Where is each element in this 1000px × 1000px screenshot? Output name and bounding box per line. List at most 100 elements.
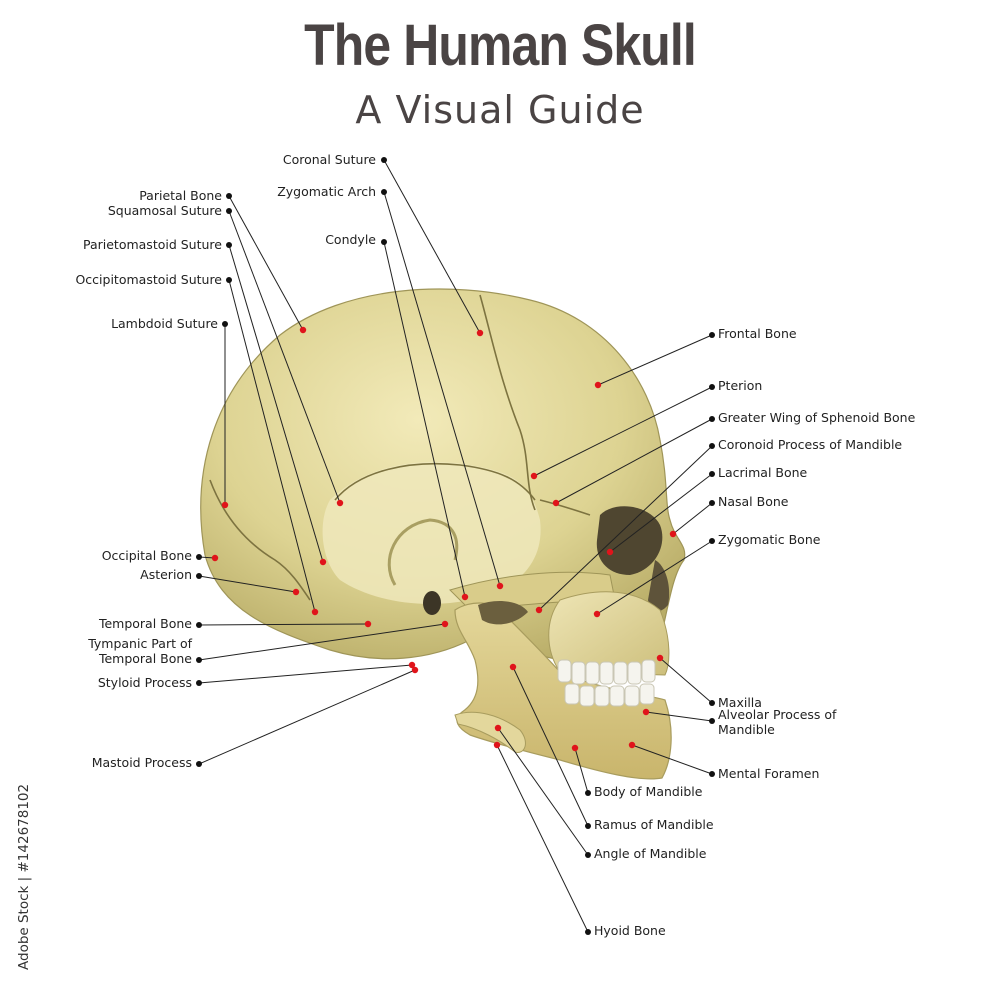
zygomatic-arch-leader (383, 191, 501, 587)
zygomatic-bone-leader (596, 540, 713, 615)
hyoid-bone-marker (493, 741, 501, 749)
temporal-bone-dot (196, 622, 202, 628)
squamosal-suture-leader (228, 210, 341, 504)
styloid-process-marker (408, 661, 416, 669)
lacrimal-bone-dot (709, 471, 715, 477)
coronal-suture-dot (381, 157, 387, 163)
label-endpoints (196, 157, 715, 935)
condyle-dot (381, 239, 387, 245)
mental-foramen-label: Mental Foramen (718, 766, 820, 781)
occipital-bone-marker (211, 554, 219, 562)
coronal-suture-label: Coronal Suture (282, 152, 376, 167)
zygomatic-bone-label: Zygomatic Bone (718, 532, 821, 547)
orbit-shape (596, 506, 663, 575)
asterion-marker (292, 588, 300, 596)
body-of-mandible-marker (571, 744, 579, 752)
occipital-bone-dot (196, 554, 202, 560)
parietal-bone-marker (299, 326, 307, 334)
nasal-opening (648, 560, 670, 612)
coronoid-process-marker (535, 606, 543, 614)
frontal-bone-leader (597, 334, 713, 386)
angle-of-mandible-label: Angle of Mandible (594, 846, 707, 861)
leader-lines (198, 159, 713, 933)
zygomatic-bone-marker (593, 610, 601, 618)
occipitomastoid-suture-leader (228, 279, 316, 613)
ramus-of-mandible-label: Ramus of Mandible (594, 817, 714, 832)
lambdoid-suture-dot (222, 321, 228, 327)
coronal-suture-marker (476, 329, 484, 337)
coronoid-process-leader (538, 445, 713, 611)
alveolar-process-dot (709, 718, 715, 724)
maxilla-dot (709, 700, 715, 706)
parietomastoid-suture-marker (319, 558, 327, 566)
anatomy-markers (211, 326, 677, 752)
lacrimal-bone-marker (606, 548, 614, 556)
styloid-process-label: Styloid Process (97, 675, 192, 690)
parietal-bone-dot (226, 193, 232, 199)
pterion-leader (533, 386, 713, 477)
angle-of-mandible-leader (497, 727, 589, 856)
ramus-of-mandible-marker (509, 663, 517, 671)
frontal-bone-label: Frontal Bone (718, 326, 797, 341)
body-of-mandible-leader (574, 747, 589, 794)
diagram-title: The Human Skull (304, 13, 697, 78)
zygomatic-bone-dot (709, 538, 715, 544)
asterion-label: Asterion (140, 567, 192, 582)
parietomastoid-suture-label: Parietomastoid Suture (82, 237, 222, 252)
teeth (557, 659, 656, 707)
zygomatic-arch-marker (496, 582, 504, 590)
squamosal-suture-label: Squamosal Suture (107, 203, 222, 218)
greater-wing-label: Greater Wing of Sphenoid Bone (718, 410, 916, 425)
hyoid-bone-dot (585, 929, 591, 935)
frontal-bone-dot (709, 332, 715, 338)
greater-wing-leader (555, 418, 713, 504)
lacrimal-bone-leader (609, 473, 713, 553)
greater-wing-marker (552, 499, 560, 507)
pterion-label: Pterion (718, 378, 763, 393)
coronoid-process-label: Coronoid Process of Mandible (718, 437, 903, 452)
nasal-bone-dot (709, 500, 715, 506)
lacrimal-bone-label: Lacrimal Bone (718, 465, 808, 480)
temporal-bone-marker (364, 620, 372, 628)
mastoid-process-marker (411, 666, 419, 674)
lambdoid-suture-label: Lambdoid Suture (111, 316, 218, 331)
angle-of-mandible-dot (585, 852, 591, 858)
stock-id-text: Adobe Stock | #142678102 (16, 783, 32, 970)
temporal-region (322, 461, 541, 604)
tympanic-part-dot (196, 657, 202, 663)
diagram-subtitle: A Visual Guide (355, 88, 645, 132)
hyoid-bone-leader (496, 744, 589, 933)
styloid-process-dot (196, 680, 202, 686)
body-of-mandible-label: Body of Mandible (594, 784, 703, 799)
external-acoustic-meatus (423, 591, 441, 615)
maxilla-leader (659, 657, 713, 704)
mandibular-notch (478, 600, 528, 625)
nasal-bone-label: Nasal Bone (718, 494, 789, 509)
occipitomastoid-suture-dot (226, 277, 232, 283)
mastoid-process-dot (196, 761, 202, 767)
styloid-process-leader (198, 664, 413, 684)
coronal-suture-leader (383, 159, 481, 334)
pterion-dot (709, 384, 715, 390)
condyle-leader (383, 241, 466, 598)
coronoid-process-dot (709, 443, 715, 449)
mastoid-process-leader (198, 669, 416, 765)
ramus-of-mandible-dot (585, 823, 591, 829)
ear-rim (387, 518, 459, 586)
temporal-bone-label: Temporal Bone (98, 616, 192, 631)
suture-lines (209, 294, 591, 601)
zygomatic-arch-dot (381, 189, 387, 195)
tympanic-part-marker (441, 620, 449, 628)
zygomatic-arch-label: Zygomatic Arch (277, 184, 376, 199)
greater-wing-dot (709, 416, 715, 422)
asterion-leader (198, 575, 297, 593)
face-shape (548, 591, 670, 676)
occipitomastoid-suture-label: Occipitomastoid Suture (75, 272, 222, 287)
hyoid-bone-label: Hyoid Bone (594, 923, 666, 938)
parietal-bone-label: Parietal Bone (139, 188, 222, 203)
squamosal-suture-marker (336, 499, 344, 507)
